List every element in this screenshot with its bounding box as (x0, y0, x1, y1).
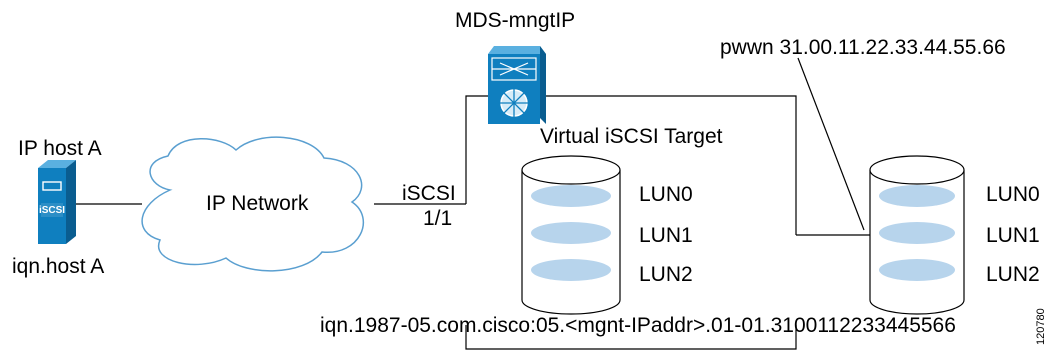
virtual-lun0-platter (531, 185, 611, 207)
port-protocol-label: iSCSI (402, 182, 456, 205)
physical-lun-label: LUN0 (986, 183, 1040, 206)
physical-lun-label: LUN2 (986, 263, 1040, 286)
mds-switch-icon (488, 46, 546, 124)
connection-lines (74, 57, 870, 350)
network-label: IP Network (206, 192, 309, 215)
virtual-target-iqn-label: iqn.1987-05.com.cisco:05.<mgnt-IPaddr>.0… (320, 314, 956, 337)
physical-lun-label: LUN1 (986, 224, 1040, 247)
physical-lun1-platter (879, 222, 955, 244)
switch-label: MDS-mngtIP (455, 9, 576, 32)
virtual-target-label: Virtual iSCSI Target (540, 125, 723, 148)
physical-target-disk (869, 155, 965, 315)
physical-lun2-platter (879, 259, 955, 281)
figure-id: 120780 (1035, 308, 1047, 345)
virtual-lun-label: LUN1 (639, 224, 693, 247)
ip-network-cloud (141, 136, 364, 272)
virtual-lun2-platter (531, 259, 611, 281)
host-label: IP host A (18, 137, 102, 160)
host-iscsi-badge: iSCSI (38, 205, 66, 216)
pwwn-label: pwwn 31.00.11.22.33.44.55.66 (720, 36, 1006, 59)
virtual-lun-label: LUN0 (639, 183, 693, 206)
host-server-icon (38, 160, 76, 244)
virtual-target-bracket-bottom (465, 325, 797, 350)
physical-lun0-platter (879, 185, 955, 207)
port-number-label: 1/1 (423, 207, 453, 230)
host-iqn-label: iqn.host A (12, 255, 105, 278)
virtual-lun1-platter (531, 222, 611, 244)
virtual-target-disk (521, 155, 621, 315)
virtual-lun-label: LUN2 (639, 263, 693, 286)
pwwn-callout-line (797, 57, 865, 231)
virtual-target-bracket-top (465, 95, 797, 235)
